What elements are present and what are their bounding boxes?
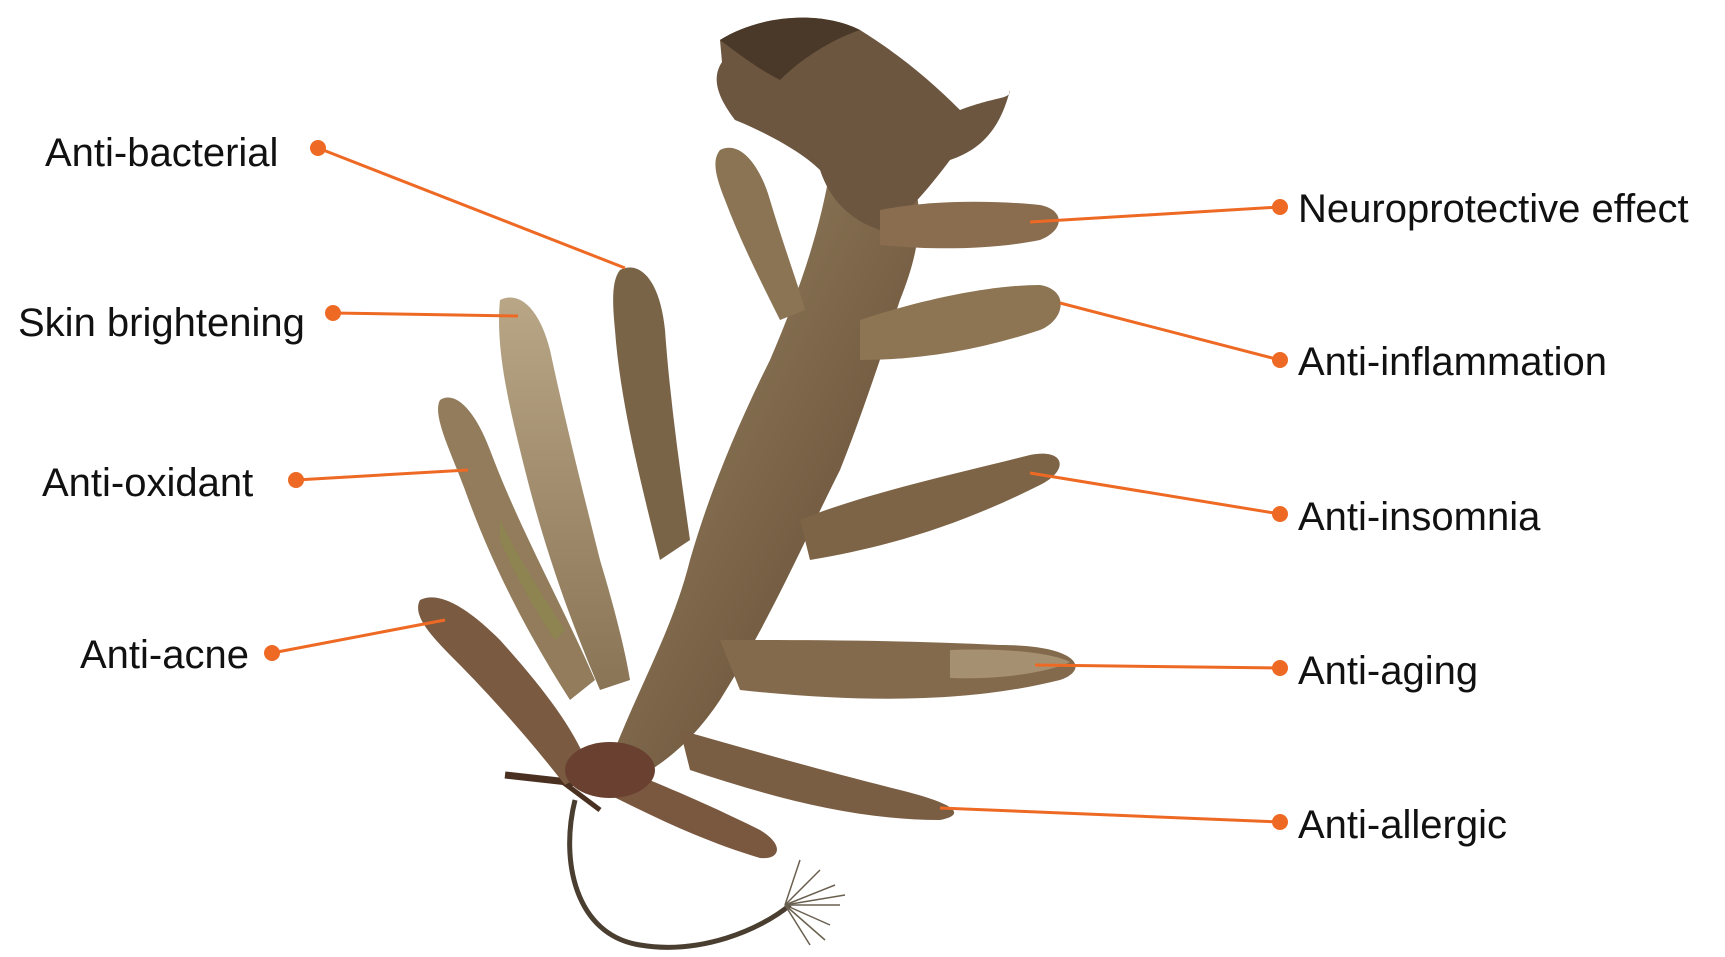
callout-dot-anti-aging [1272,660,1288,676]
callout-dot-anti-oxidant [288,472,304,488]
callout-dot-neuroprotective-effect [1272,199,1288,215]
callout-line-anti-acne [272,620,445,653]
label-neuroprotective-effect: Neuroprotective effect [1298,187,1689,231]
callout-line-anti-inflammation [1060,303,1280,360]
callout-dot-skin-brightening [325,305,341,321]
label-anti-allergic: Anti-allergic [1298,803,1507,847]
label-anti-inflammation: Anti-inflammation [1298,340,1607,384]
seaweed-image [418,18,1075,948]
callout-line-anti-oxidant [296,470,468,480]
callout-line-anti-insomnia [1030,473,1280,514]
label-anti-bacterial: Anti-bacterial [45,131,278,175]
callout-dot-anti-inflammation [1272,352,1288,368]
callout-line-skin-brightening [333,313,518,316]
label-anti-aging: Anti-aging [1298,649,1478,693]
callout-line-neuroprotective-effect [1030,207,1280,222]
label-anti-insomnia: Anti-insomnia [1298,495,1541,539]
callout-dot-anti-bacterial [310,140,326,156]
label-anti-acne: Anti-acne [80,633,249,677]
callout-line-anti-allergic [940,808,1280,822]
callout-line-anti-bacterial [318,148,625,268]
callout-dot-anti-acne [264,645,280,661]
label-anti-oxidant: Anti-oxidant [42,461,253,505]
label-skin-brightening: Skin brightening [18,301,305,345]
callout-dot-anti-allergic [1272,814,1288,830]
callout-dot-anti-insomnia [1272,506,1288,522]
